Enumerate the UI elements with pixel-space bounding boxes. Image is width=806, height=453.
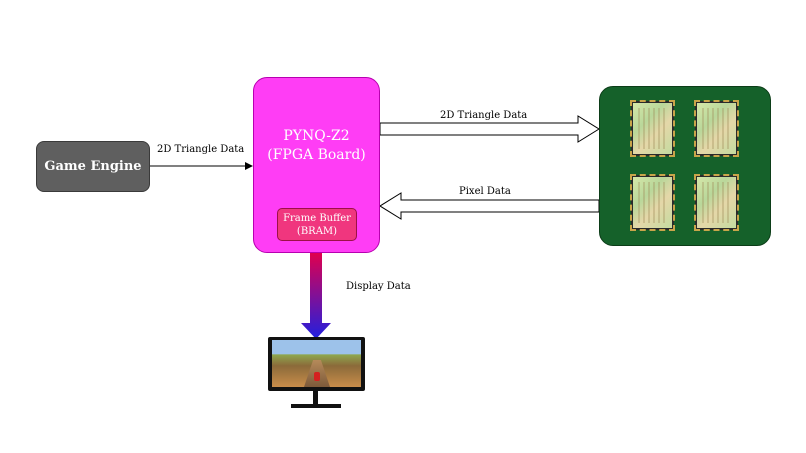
fpga-title-line2: (FPGA Board) xyxy=(267,147,366,163)
game-engine-label: Game Engine xyxy=(44,159,142,174)
fpga-title: PYNQ-Z2 (FPGA Board) xyxy=(254,127,379,165)
arrow-fpga-to-monitor xyxy=(301,253,331,339)
frame-buffer-line1: Frame Buffer xyxy=(283,212,351,224)
arrow-fpga-to-chips xyxy=(379,115,600,143)
monitor-stand xyxy=(313,391,318,405)
label-fpga-to-chips: 2D Triangle Data xyxy=(440,110,528,121)
chip-image xyxy=(694,174,739,231)
chip-image xyxy=(630,174,675,231)
frame-buffer-node: Frame Buffer (BRAM) xyxy=(277,208,357,241)
label-chips-to-fpga: Pixel Data xyxy=(459,186,511,197)
game-character xyxy=(314,372,320,381)
game-monitor-image xyxy=(268,337,365,391)
fpga-board-node: PYNQ-Z2 (FPGA Board) Frame Buffer (BRAM) xyxy=(253,77,380,253)
chip-image xyxy=(630,100,675,157)
label-engine-to-fpga: 2D Triangle Data xyxy=(157,144,245,155)
monitor-base xyxy=(291,404,341,408)
fpga-title-line1: PYNQ-Z2 xyxy=(283,128,350,144)
game-screen xyxy=(272,340,361,387)
fpga-chips-image xyxy=(599,86,771,246)
chip-image xyxy=(694,100,739,157)
arrowhead-engine-to-fpga xyxy=(245,162,253,170)
label-fpga-to-monitor: Display Data xyxy=(346,281,411,292)
arrow-chips-to-fpga xyxy=(379,192,600,220)
frame-buffer-line2: (BRAM) xyxy=(296,225,338,237)
game-engine-node: Game Engine xyxy=(36,141,150,192)
